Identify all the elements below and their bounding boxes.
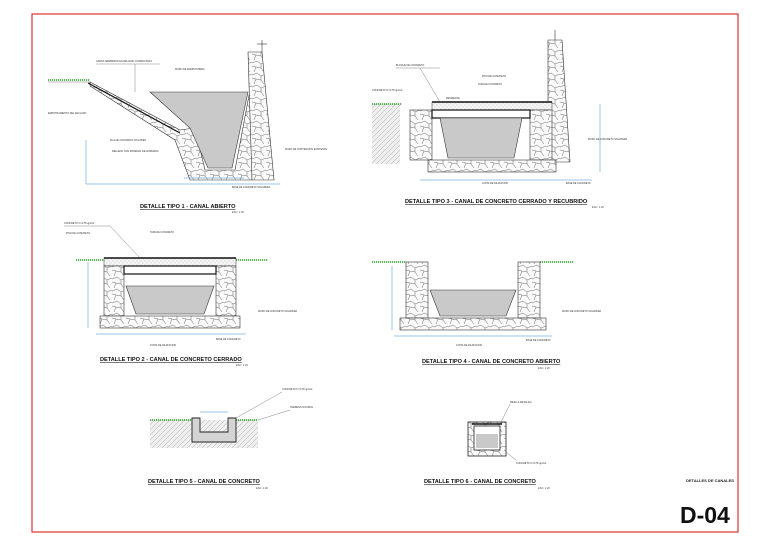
tipo3-title: DETALLE TIPO 3 - CANAL DE CONCRETO CERRA… xyxy=(405,199,588,205)
detail-tipo-6: REJILLA METALICA CONCRETO f'c=175 kg/cm2… xyxy=(424,401,550,490)
tipo5-label-2: TERRENO NATURAL xyxy=(290,406,314,409)
detail-tipo-2: CONCRETO f'c=175 kg/cm2 PISO DE CONCRETO… xyxy=(64,222,298,367)
tipo3-label-1: BLOQUE DE CONCRETO xyxy=(396,64,424,67)
sheet-name: DETALLES DE CANALES xyxy=(686,478,734,483)
tipo2-label-6: BASE DE CONCRETO xyxy=(216,338,241,341)
tipo3-scale: ESC: 1:20 xyxy=(592,205,604,209)
tipo6-title: DETALLE TIPO 6 - CANAL DE CONCRETO xyxy=(424,479,537,485)
tipo4-title: DETALLE TIPO 4 - CANAL DE CONCRETO ABIER… xyxy=(422,359,561,365)
tipo5-title: DETALLE TIPO 5 - CANAL DE CONCRETO xyxy=(148,479,261,485)
tipo4-label-1: MURO DE CONCRETO SOLAPERA xyxy=(562,310,602,313)
tipo6-scale: ESC: 1:20 xyxy=(538,486,550,490)
tipo1-label-5: RELLENO CON MATERIAL DE AFIRMADO xyxy=(112,150,159,153)
tipo2-label-2: PISO DE CONCRETO xyxy=(66,232,90,235)
tipo5-label-1: CONCRETO f'c=175 kg/cm2 xyxy=(282,388,313,391)
tipo3-label-2: PISO DE CONCRETO xyxy=(482,75,506,78)
tipo2-label-4: MURO DE CONCRETO SOLAPERA xyxy=(258,310,298,313)
tipo4-scale: ESC: 1:20 xyxy=(538,366,550,370)
tipo4-label-3: BASE DE CONCRETO xyxy=(526,339,551,342)
tipo3-label-5: PENDIENTE xyxy=(446,97,460,100)
tipo1-scale: ESC: 1:20 xyxy=(232,210,244,214)
detail-tipo-4: MURO DE CONCRETO SOLAPERA JUNTA DE DILAT… xyxy=(372,261,602,370)
detail-tipo-5: CONCRETO f'c=175 kg/cm2 TERRENO NATURAL … xyxy=(148,388,314,490)
tipo2-label-1: CONCRETO f'c=175 kg/cm2 xyxy=(64,222,95,225)
tipo3-label-3: TAPA DE CONCRETO xyxy=(478,83,502,86)
detail-tipo-1: GRASS SEMBRADO EN RELLENO COMPACTADO MUR… xyxy=(48,40,327,214)
tipo1-label-1: GRASS SEMBRADO EN RELLENO COMPACTADO xyxy=(96,60,152,63)
tipo2-title: DETALLE TIPO 2 - CANAL DE CONCRETO CERRA… xyxy=(100,357,242,363)
tipo6-label-2: CONCRETO f'c=175 kg/cm2 xyxy=(516,462,547,465)
tipo1-label-6: MURO DE CONTENCION EXISTENTE xyxy=(285,148,327,151)
tipo5-scale: ESC: 1:20 xyxy=(256,486,268,490)
tipo2-scale: ESC: 1:20 xyxy=(236,363,248,367)
detail-tipo-3: BLOQUE DE CONCRETO PISO DE CONCRETO TAPA… xyxy=(372,30,628,209)
tipo2-label-5: JUNTA DE DILATACION xyxy=(150,344,176,347)
tipo3-label-6: MURO DE CONCRETO SOLAPERA xyxy=(588,138,628,141)
tipo3-label-7: JUNTA DE DILATACION xyxy=(482,182,508,185)
tipo4-label-2: JUNTA DE DILATACION xyxy=(456,344,482,347)
tipo3-label-4: CONCRETO f'c=175 kg/cm2 xyxy=(372,89,403,92)
tipo3-label-8: BASE DE CONCRETO xyxy=(566,182,591,185)
tipo1-label-3: EMPOTRAMIENTO DEL ANCLADO xyxy=(48,112,87,115)
tipo6-label-1: REJILLA METALICA xyxy=(510,401,532,404)
tipo1-label-2: MURO DE MAMPOSTERIA xyxy=(175,68,205,71)
sheet-code: D-04 xyxy=(680,502,730,528)
tipo2-label-3: TAPA DE CONCRETO xyxy=(150,231,174,234)
tipo1-title: DETALLE TIPO 1 - CANAL ABIERTO xyxy=(140,204,236,210)
tipo1-label-7: BASE DE CONCRETO SOLAPERA xyxy=(232,186,271,189)
tipo1-label-4: FILA DE CONCRETO CICLOPEO xyxy=(110,139,146,142)
sheet-border xyxy=(31,13,739,533)
